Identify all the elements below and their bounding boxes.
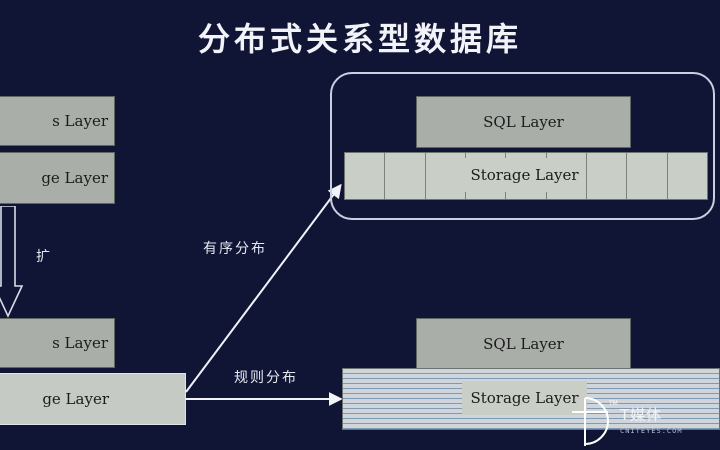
left-bottom-sql-label: s Layer	[52, 334, 108, 352]
right-bottom-sql-box: SQL Layer	[416, 318, 631, 370]
shard-cell	[385, 153, 426, 199]
watermark-text: T媒体	[620, 406, 663, 424]
shard-cell	[627, 153, 668, 199]
left-bottom-storage-label: ge Layer	[42, 390, 109, 408]
left-top-sql-box: s Layer	[0, 96, 115, 146]
left-top-sql-label: s Layer	[52, 112, 108, 130]
right-top-sql-label: SQL Layer	[483, 113, 564, 131]
ordered-arrow	[185, 183, 342, 393]
right-top-sql-box: SQL Layer	[416, 96, 631, 148]
scale-down-arrow	[0, 206, 24, 318]
ordered-cluster-frame	[330, 72, 715, 220]
right-bottom-sql-label: SQL Layer	[483, 335, 564, 353]
shard-cell	[425, 153, 466, 199]
shard-cell	[345, 153, 386, 199]
left-bottom-sql-box: s Layer	[0, 318, 115, 368]
watermark-logo-icon: TM	[572, 397, 618, 446]
left-top-storage-box: ge Layer	[0, 152, 115, 204]
regular-distribution-label: 规则分布	[234, 370, 298, 386]
shard-cell	[667, 153, 707, 199]
svg-text:TM: TM	[608, 400, 618, 407]
left-top-storage-label: ge Layer	[41, 169, 108, 187]
right-top-storage-label: Storage Layer	[463, 158, 586, 192]
expand-label: 扩	[36, 249, 52, 265]
page-title: 分布式关系型数据库	[197, 20, 522, 58]
ordered-distribution-label: 有序分布	[203, 241, 267, 257]
right-bottom-storage-label: Storage Layer	[462, 381, 587, 415]
watermark-subtext: CNITEYES.COM	[620, 427, 683, 435]
left-bottom-storage-box: ge Layer	[0, 373, 186, 425]
shard-cell	[586, 153, 628, 199]
